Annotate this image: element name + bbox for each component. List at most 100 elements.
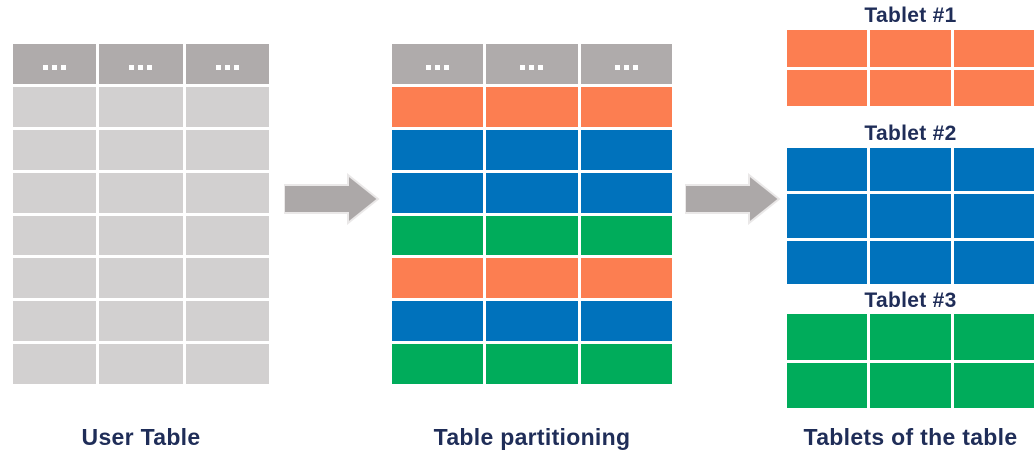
table-cell bbox=[99, 129, 183, 170]
arrow-shape bbox=[685, 173, 781, 225]
table-cell bbox=[787, 194, 868, 238]
ellipsis-dot bbox=[129, 64, 135, 70]
table-cell bbox=[870, 240, 951, 284]
table-cell bbox=[953, 194, 1034, 238]
table-cell bbox=[185, 172, 269, 213]
ellipsis-dot bbox=[529, 64, 535, 70]
table-partitioning-caption: Table partitioning bbox=[433, 424, 631, 450]
table-cell bbox=[953, 69, 1034, 106]
table-cell bbox=[99, 86, 183, 127]
ellipsis-dot bbox=[435, 64, 441, 70]
table-cell bbox=[870, 30, 951, 67]
table-cell bbox=[580, 129, 672, 170]
table-cell bbox=[13, 344, 97, 384]
table-cell bbox=[580, 344, 672, 384]
ellipsis-dot bbox=[138, 64, 144, 70]
ellipsis-dot bbox=[632, 64, 638, 70]
ellipsis-dot bbox=[623, 64, 629, 70]
tablet-1-title: Tablet #1 bbox=[864, 4, 957, 27]
table-cell bbox=[392, 344, 484, 384]
table-cell bbox=[99, 258, 183, 299]
table-cell bbox=[580, 215, 672, 256]
table-cell bbox=[953, 362, 1034, 408]
table-cell bbox=[486, 86, 578, 127]
table-cell bbox=[185, 258, 269, 299]
header-cell bbox=[99, 44, 183, 84]
table-cell bbox=[13, 86, 97, 127]
header-cell bbox=[486, 44, 578, 84]
right-arrow-icon bbox=[685, 173, 781, 225]
tablet-3-table bbox=[787, 314, 1034, 408]
header-cell bbox=[580, 44, 672, 84]
header-cell bbox=[392, 44, 484, 84]
table-cell bbox=[486, 301, 578, 342]
table-cell bbox=[870, 314, 951, 360]
ellipsis-dot bbox=[61, 64, 67, 70]
table-cell bbox=[99, 215, 183, 256]
tablet-2-title: Tablet #2 bbox=[864, 122, 957, 145]
table-cell bbox=[580, 86, 672, 127]
table-cell bbox=[486, 258, 578, 299]
table-cell bbox=[185, 86, 269, 127]
table-cell bbox=[870, 362, 951, 408]
table-cell bbox=[953, 314, 1034, 360]
table-cell bbox=[787, 240, 868, 284]
table-cell bbox=[580, 301, 672, 342]
table-cell bbox=[99, 344, 183, 384]
table-cell bbox=[953, 148, 1034, 192]
partitioned-table bbox=[392, 44, 672, 384]
table-cell bbox=[185, 215, 269, 256]
table-cell bbox=[13, 129, 97, 170]
ellipsis-dot bbox=[233, 64, 239, 70]
user-table bbox=[13, 44, 269, 384]
header-cell bbox=[13, 44, 97, 84]
table-cell bbox=[787, 362, 868, 408]
table-cell bbox=[953, 240, 1034, 284]
table-cell bbox=[870, 69, 951, 106]
table-cell bbox=[787, 30, 868, 67]
ellipsis-dot bbox=[426, 64, 432, 70]
ellipsis-dot bbox=[444, 64, 450, 70]
table-cell bbox=[185, 129, 269, 170]
table-cell bbox=[99, 172, 183, 213]
table-cell bbox=[580, 172, 672, 213]
ellipsis-dot bbox=[52, 64, 58, 70]
table-cell bbox=[392, 258, 484, 299]
table-cell bbox=[185, 344, 269, 384]
ellipsis-dot bbox=[43, 64, 49, 70]
table-cell bbox=[787, 314, 868, 360]
table-cell bbox=[870, 148, 951, 192]
table-cell bbox=[392, 129, 484, 170]
table-cell bbox=[13, 215, 97, 256]
arrow-shape bbox=[284, 173, 380, 225]
tablets-of-the-table-caption: Tablets of the table bbox=[803, 424, 1018, 450]
table-cell bbox=[392, 172, 484, 213]
ellipsis-dot bbox=[614, 64, 620, 70]
table-cell bbox=[13, 258, 97, 299]
ellipsis-dot bbox=[520, 64, 526, 70]
ellipsis-dot bbox=[147, 64, 153, 70]
ellipsis-dot bbox=[538, 64, 544, 70]
table-cell bbox=[787, 69, 868, 106]
table-cell bbox=[486, 344, 578, 384]
table-cell bbox=[99, 301, 183, 342]
table-cell bbox=[486, 129, 578, 170]
table-cell bbox=[580, 258, 672, 299]
header-cell bbox=[185, 44, 269, 84]
table-cell bbox=[392, 215, 484, 256]
table-cell bbox=[392, 301, 484, 342]
table-cell bbox=[486, 215, 578, 256]
table-cell bbox=[787, 148, 868, 192]
ellipsis-dot bbox=[224, 64, 230, 70]
table-cell bbox=[13, 172, 97, 213]
table-cell bbox=[870, 194, 951, 238]
user-table-caption: User Table bbox=[81, 424, 201, 450]
tablet-1-table bbox=[787, 30, 1034, 106]
table-cell bbox=[185, 301, 269, 342]
tablet-2-table bbox=[787, 148, 1034, 284]
table-cell bbox=[486, 172, 578, 213]
table-cell bbox=[953, 30, 1034, 67]
tablet-3-title: Tablet #3 bbox=[864, 289, 957, 312]
table-cell bbox=[392, 86, 484, 127]
